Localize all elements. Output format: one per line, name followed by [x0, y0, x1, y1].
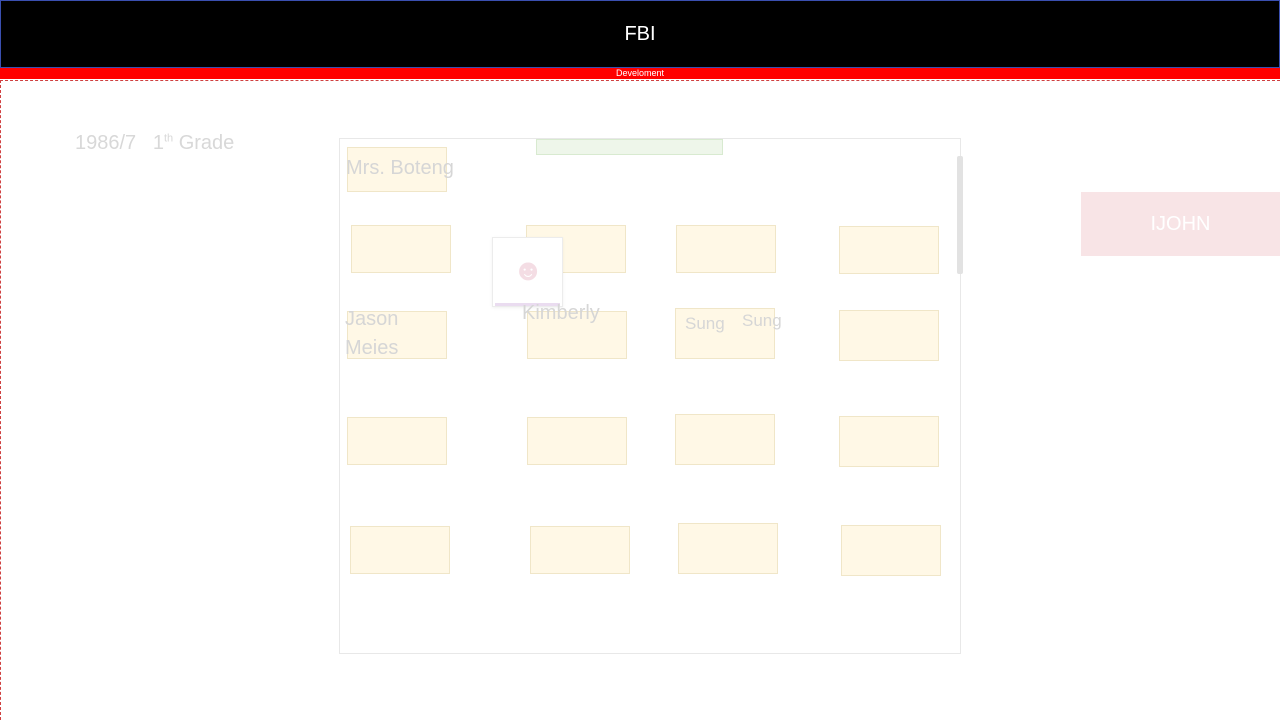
- page-boundary-left: [0, 80, 1, 720]
- student-photo[interactable]: ☻: [492, 237, 563, 307]
- student-desk[interactable]: [839, 416, 939, 467]
- student-desk[interactable]: [839, 226, 939, 274]
- class-info: 1986/7 1th Grade: [75, 132, 234, 155]
- school-year: 1986/7: [75, 132, 137, 154]
- teacher-name: Mrs. Boteng: [346, 157, 454, 179]
- student-desk[interactable]: [527, 311, 627, 359]
- app-title: FBI: [624, 22, 656, 45]
- person-photo-icon: ☻: [512, 254, 544, 287]
- grade-number: 1: [152, 132, 164, 154]
- classroom-seating-board: [339, 138, 961, 654]
- student-desk[interactable]: [675, 308, 775, 359]
- student-desk[interactable]: [350, 526, 450, 574]
- student-name-sung: Sung: [685, 314, 725, 333]
- app-header: FBI: [0, 0, 1280, 68]
- subheader-label: Develoment: [615, 68, 665, 78]
- student-name-sung: Sung: [742, 311, 782, 330]
- student-desk[interactable]: [675, 414, 775, 465]
- grade-suffix: th: [163, 132, 174, 145]
- board-scrollbar[interactable]: [957, 156, 963, 274]
- student-name-jason: Jason: [345, 308, 399, 330]
- student-desk[interactable]: [347, 311, 447, 359]
- student-desk[interactable]: [351, 225, 451, 273]
- student-desk[interactable]: [678, 523, 778, 574]
- student-surname-jason: Meies: [345, 337, 399, 359]
- student-desk[interactable]: [841, 525, 941, 576]
- student-name-kimberly: Kimberly: [522, 302, 600, 324]
- grade-word: Grade: [178, 132, 235, 154]
- student-desk[interactable]: [530, 526, 630, 574]
- john-button[interactable]: IJOHN: [1081, 192, 1280, 256]
- photo-caption-strip: [495, 303, 560, 306]
- student-desk[interactable]: [347, 417, 447, 465]
- student-desk[interactable]: [839, 310, 939, 361]
- whiteboard-bar: [536, 139, 723, 155]
- student-desk[interactable]: [527, 417, 627, 465]
- teacher-desk[interactable]: [347, 147, 447, 192]
- subheader-bar: Develoment: [0, 68, 1280, 79]
- page-boundary-top: [0, 80, 1280, 81]
- student-desk[interactable]: [676, 225, 776, 273]
